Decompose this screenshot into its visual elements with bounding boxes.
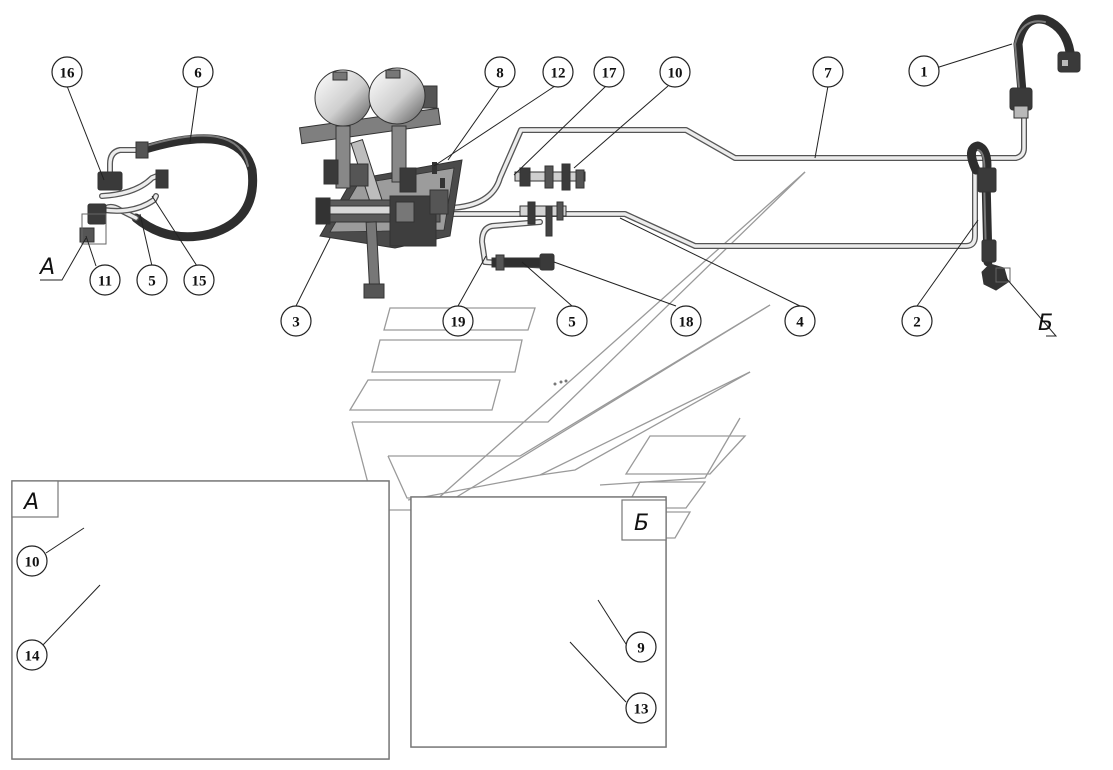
- callout-4-label: 4: [796, 315, 804, 331]
- pipe-7: [447, 109, 1027, 211]
- callout-10-detail: 10: [16, 545, 48, 577]
- pipe-5-branch: [479, 219, 551, 269]
- fitting-group-4: [519, 201, 567, 237]
- callout-15: 15: [183, 264, 215, 296]
- callout-16: 16: [51, 56, 83, 88]
- hose-1: [1009, 14, 1081, 119]
- callout-4: 4: [784, 305, 816, 337]
- callout-3: 3: [280, 305, 312, 337]
- valve-block-assembly: [299, 67, 463, 299]
- callout-14: 14: [16, 639, 48, 671]
- hose-6-assembly: [79, 134, 258, 245]
- detail-a-title: А: [22, 490, 39, 515]
- callout-8: 8: [484, 56, 516, 88]
- callout-7-label: 7: [824, 66, 832, 82]
- hose-2: [967, 141, 1011, 291]
- callout-5-center-label: 5: [568, 315, 576, 331]
- callout-6-label: 6: [194, 66, 202, 82]
- callout-15-label: 15: [192, 274, 207, 290]
- fitting-group-10: [514, 163, 586, 191]
- callout-10-top: 10: [659, 56, 691, 88]
- callout-18-label: 18: [679, 315, 694, 331]
- callout-5-left: 5: [136, 264, 168, 296]
- callout-6: 6: [182, 56, 214, 88]
- callout-9-label: 9: [637, 641, 645, 657]
- callout-5-center: 5: [556, 305, 588, 337]
- callout-17: 17: [593, 56, 625, 88]
- pipe-4: [447, 167, 978, 249]
- callout-19-label: 19: [451, 315, 466, 331]
- callout-12-label: 12: [551, 66, 566, 82]
- callout-13: 13: [625, 692, 657, 724]
- callout-2: 2: [901, 305, 933, 337]
- fitting-group-18: [491, 253, 555, 271]
- callout-19: 19: [442, 305, 474, 337]
- background-frame-outline: [348, 171, 806, 539]
- detail-view-a: [11, 480, 390, 760]
- view-marker-a: А: [38, 255, 55, 280]
- callout-18: 18: [670, 305, 702, 337]
- callout-3-label: 3: [292, 315, 300, 331]
- callout-1-label: 1: [920, 65, 928, 81]
- callout-12: 12: [542, 56, 574, 88]
- callout-17-label: 17: [602, 66, 618, 82]
- callout-5-left-label: 5: [148, 274, 156, 290]
- callout-16-label: 16: [60, 66, 76, 82]
- callout-10-detail-label: 10: [25, 555, 40, 571]
- callout-11-label: 11: [98, 274, 112, 290]
- callout-9: 9: [625, 631, 657, 663]
- callout-8-label: 8: [496, 66, 504, 82]
- callout-13-label: 13: [634, 702, 649, 718]
- callout-2-label: 2: [913, 315, 921, 331]
- view-marker-b: Б: [1038, 311, 1053, 336]
- callout-1: 1: [908, 55, 940, 87]
- callout-14-label: 14: [25, 649, 41, 665]
- detail-b-title: Б: [634, 511, 649, 536]
- callout-7: 7: [812, 56, 844, 88]
- leader-lines: [40, 43, 1058, 703]
- detail-view-b: [410, 496, 667, 748]
- callout-10-top-label: 10: [668, 66, 683, 82]
- callout-11: 11: [89, 264, 121, 296]
